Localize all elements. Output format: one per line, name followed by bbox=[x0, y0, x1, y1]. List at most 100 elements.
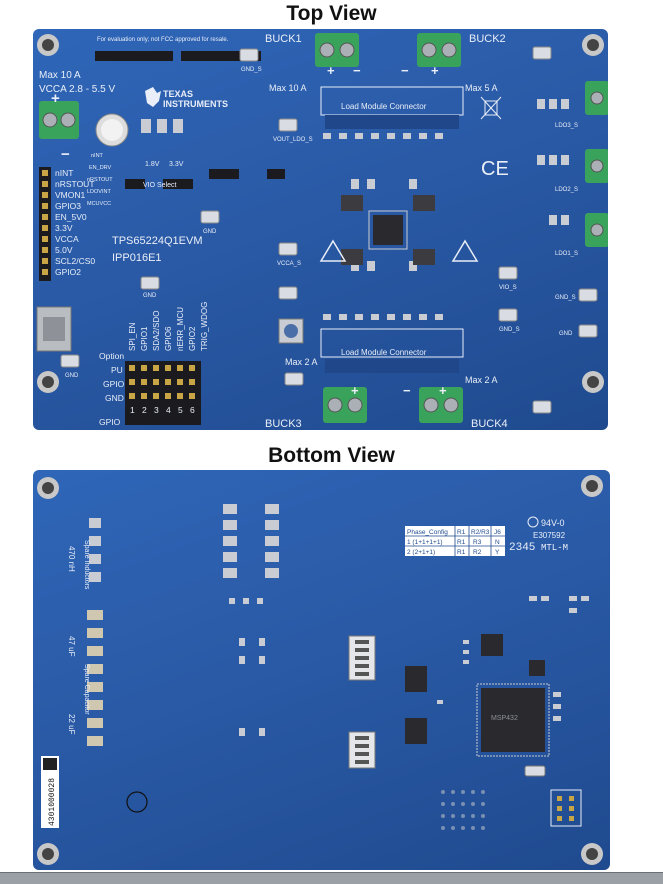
header-row-labels: Option PU GPIO GND GPIO bbox=[99, 351, 125, 427]
buck2-max: Max 5 A bbox=[465, 83, 498, 93]
pmic-ic bbox=[368, 210, 408, 250]
top-view-heading: Top View bbox=[286, 2, 377, 25]
brand-line2: INSTRUMENTS bbox=[163, 99, 228, 109]
left-pin-labels: nINT nRSTOUT VMON1 GPIO3 EN_5V0 3.3V VCC… bbox=[55, 168, 95, 277]
buck4-terminal bbox=[419, 387, 463, 423]
buck3-terminal bbox=[323, 387, 367, 423]
header-col-labels: 1 2 3 4 5 6 bbox=[130, 405, 195, 415]
buck1-label: BUCK1 bbox=[265, 33, 302, 45]
ldo-label: LDO2_S bbox=[555, 187, 578, 193]
mounting-hole bbox=[582, 34, 604, 56]
serial-label: 4301000028 bbox=[41, 756, 59, 828]
table-header-cell: R1 bbox=[457, 529, 466, 536]
buck4-plus: + bbox=[439, 383, 447, 398]
buck3-plus: + bbox=[351, 383, 359, 398]
pin-label: 5.0V bbox=[55, 245, 73, 255]
buck2-label: BUCK2 bbox=[469, 33, 506, 45]
vio-3v3: 3.3V bbox=[169, 161, 184, 168]
tp-label: GND_S bbox=[241, 67, 262, 73]
eval-notice: For evaluation only; not FCC approved fo… bbox=[97, 37, 229, 43]
mounting-hole bbox=[582, 371, 604, 393]
header-row-label: Option bbox=[99, 351, 124, 361]
tp-label: GND bbox=[143, 293, 157, 299]
crystal bbox=[524, 765, 546, 777]
header-row-label: GPIO bbox=[99, 417, 121, 427]
board-part: IPP016E1 bbox=[112, 252, 162, 264]
vertical-label: nERR_MCU bbox=[176, 307, 185, 351]
pin-label: VCCA bbox=[55, 234, 79, 244]
buck2-plus: + bbox=[431, 63, 439, 78]
input-minus-label: − bbox=[61, 146, 70, 163]
buck1-terminal bbox=[315, 33, 359, 67]
pin-label: GPIO2 bbox=[55, 267, 81, 277]
vertical-label: GPIO1 bbox=[140, 326, 149, 351]
board-model: TPS65224Q1EVM bbox=[112, 235, 203, 247]
mcu-ic: MSP432 bbox=[476, 683, 550, 757]
via-array bbox=[441, 790, 485, 830]
top-headers bbox=[95, 51, 285, 189]
tp-label: GND_S bbox=[555, 295, 576, 301]
buck4-minus: − bbox=[403, 383, 411, 398]
buck2-terminal bbox=[417, 33, 461, 67]
buck3-label: BUCK3 bbox=[265, 418, 302, 430]
mounting-hole bbox=[37, 371, 59, 393]
header-col-label: 4 bbox=[166, 405, 171, 415]
input-plus-label: + bbox=[51, 90, 60, 107]
buck2-minus: − bbox=[401, 63, 409, 78]
spare-inductors-label: Spare Inductors bbox=[83, 540, 90, 590]
tp-label: GND_S bbox=[499, 327, 520, 333]
pin-label: VMON1 bbox=[55, 190, 86, 200]
pin-label: GPIO3 bbox=[55, 201, 81, 211]
header-col-label: 1 bbox=[130, 405, 135, 415]
phase-config-table: Phase_Config R1 R2/R3 J6 1 (1+1+1+1) R1 … bbox=[405, 526, 505, 556]
bottom-edge-strip bbox=[0, 872, 663, 884]
small-ics bbox=[405, 634, 545, 744]
vertical-label: SPI_EN bbox=[128, 322, 137, 351]
tp-label: GND bbox=[203, 229, 217, 235]
mounting-hole bbox=[581, 843, 603, 865]
mcu-passives bbox=[437, 596, 589, 721]
table-header-cell: R2/R3 bbox=[471, 529, 490, 536]
ldo-labels: LDO3_S LDO2_S LDO1_S bbox=[555, 123, 578, 257]
header-row-label: GPIO bbox=[103, 379, 125, 389]
led-label: EN_DRV bbox=[89, 165, 112, 171]
ldo-label: LDO1_S bbox=[555, 251, 578, 257]
bulk-capacitor bbox=[95, 113, 129, 147]
load-module-connector-bottom bbox=[320, 328, 464, 373]
led-label: MCUVCC bbox=[87, 201, 111, 207]
left-header bbox=[39, 167, 51, 281]
input-terminal-block bbox=[39, 101, 79, 139]
cap-value-47: 47 uF bbox=[67, 636, 76, 657]
bottom-board-graphic: Phase_Config R1 R2/R3 J6 1 (1+1+1+1) R1 … bbox=[37, 475, 603, 865]
table-header-cell: Phase_Config bbox=[407, 529, 448, 536]
bottom-board: Phase_Config R1 R2/R3 J6 1 (1+1+1+1) R1 … bbox=[33, 470, 610, 870]
pin-label: nINT bbox=[55, 168, 73, 178]
spare-inductor-pads bbox=[89, 518, 101, 582]
led-label: nRSTOUT bbox=[87, 177, 113, 183]
dip-switch bbox=[348, 731, 376, 769]
load-module-label-bottom: Load Module Connector bbox=[341, 348, 427, 357]
led-label: LDOVINT bbox=[87, 189, 111, 195]
header-row-label: GND bbox=[105, 393, 124, 403]
load-module-label-top: Load Module Connector bbox=[341, 102, 427, 111]
mcu-label: MSP432 bbox=[491, 715, 518, 722]
header-col-label: 3 bbox=[154, 405, 159, 415]
tp-label: VIO_S bbox=[499, 285, 517, 291]
bottom-view-heading: Bottom View bbox=[268, 444, 395, 467]
table-cell: R3 bbox=[473, 539, 482, 546]
vertical-label: GPIO6 bbox=[164, 326, 173, 351]
inductor-value: 470 nH bbox=[67, 546, 76, 572]
flammability-rating: 94V-0 bbox=[541, 518, 565, 528]
vertical-label: GPIO2 bbox=[188, 326, 197, 351]
buck3-max: Max 2 A bbox=[285, 357, 318, 367]
led-label: nINT bbox=[91, 153, 104, 159]
led-labels: nINT EN_DRV nRSTOUT LDOVINT MCUVCC bbox=[87, 153, 113, 207]
weee-bin-icon bbox=[480, 96, 502, 120]
header-col-label: 2 bbox=[142, 405, 147, 415]
buck1-plus: + bbox=[327, 63, 335, 78]
vin-max-label: Max 10 A bbox=[39, 70, 81, 81]
mounting-hole bbox=[37, 477, 59, 499]
cap-value-22: 22 uF bbox=[67, 714, 76, 735]
inductors bbox=[341, 195, 435, 265]
buck1-max: Max 10 A bbox=[269, 83, 307, 93]
